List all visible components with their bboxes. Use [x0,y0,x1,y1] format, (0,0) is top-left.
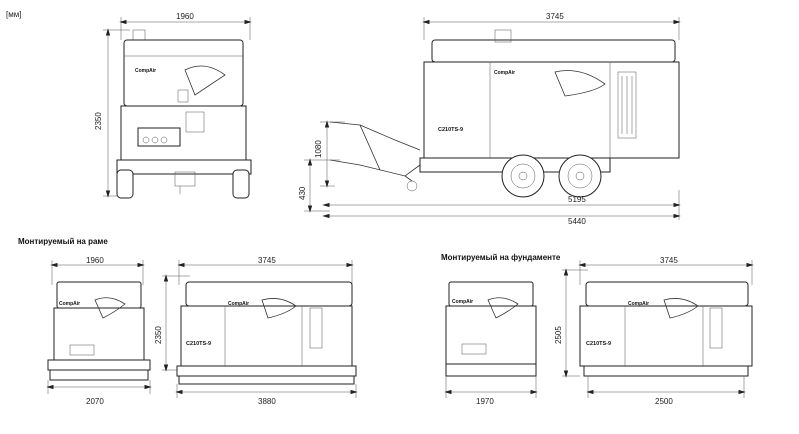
hitch-low-height-dim: 430 [298,186,307,200]
found-side-length-top: 3745 [660,256,678,265]
frame-side-view: 3745 2350 CompAir C210TS-9 3880 [154,256,358,406]
caption-foundation: Монтируемый на фундаменте [441,253,561,262]
total-length-dim: 5440 [568,217,586,226]
front-width-dim: 1960 [176,12,194,21]
side-view-trailer: 3745 CompAir C210TS-9 1080 [298,12,681,226]
wheels-length-dim: 5195 [568,195,586,204]
side-length-dim: 3745 [546,12,564,21]
found-side-brand: CompAir [628,301,649,307]
side-brand: CompAir [494,70,515,76]
found-side-model: C210TS-9 [586,341,611,347]
front-brand: CompAir [135,68,156,74]
foundation-side-view: 3745 2505 CompAir C210TS-9 2500 [554,256,754,406]
frame-side-length-top: 3745 [258,256,276,265]
frame-front-brand: CompAir [59,301,80,307]
front-view-trailer: 1960 2350 CompAir [94,12,252,199]
frame-side-length-bottom: 3880 [258,397,276,406]
frame-side-brand: CompAir [228,301,249,307]
frame-side-height: 2350 [154,326,163,344]
units-label: [мм] [6,10,21,19]
found-side-length-bottom: 2500 [655,397,673,406]
frame-side-model: C210TS-9 [186,341,211,347]
front-height-dim: 2350 [94,112,103,130]
found-front-brand: CompAir [452,299,473,305]
side-model: C210TS-9 [438,127,463,133]
hitch-height-dim: 1080 [314,140,323,158]
frame-front-width-top: 1960 [86,256,104,265]
foundation-front-view: CompAir 1970 [444,281,538,406]
found-side-height: 2505 [554,326,563,344]
found-front-width-bottom: 1970 [476,397,494,406]
caption-frame: Монтируемый на раме [18,237,108,246]
frame-front-view: 1960 CompAir 2070 [46,256,152,406]
frame-front-width-bottom: 2070 [86,397,104,406]
